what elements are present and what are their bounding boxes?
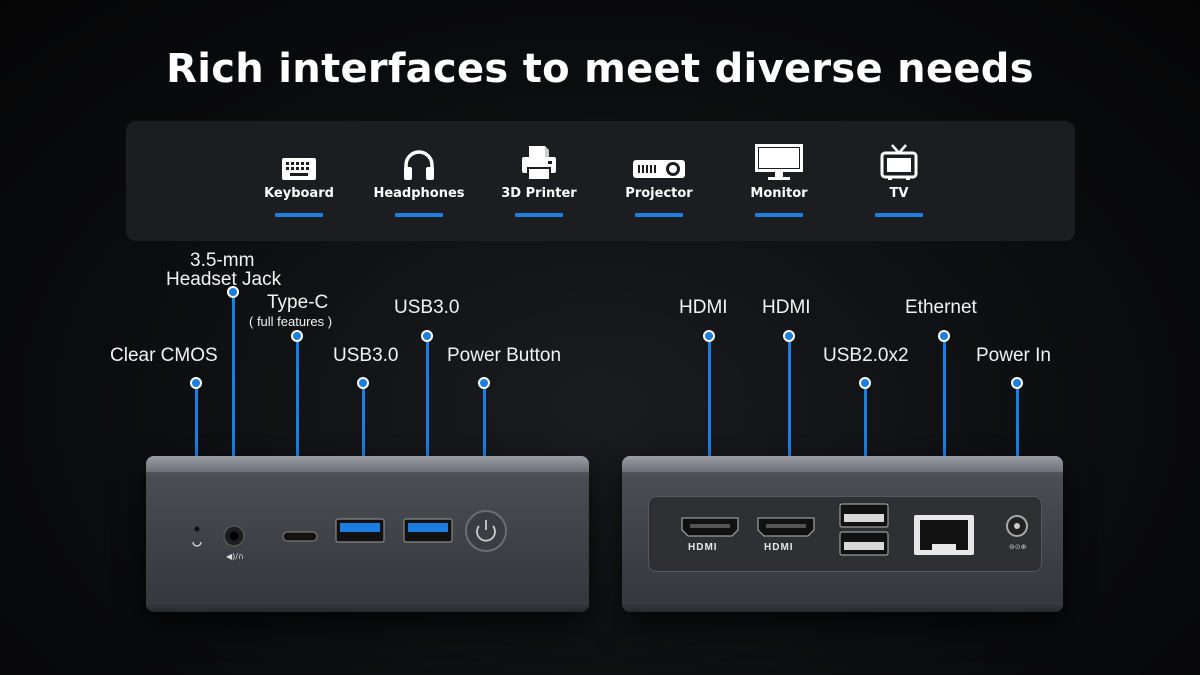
usb3-port-a[interactable] bbox=[335, 518, 385, 543]
callout-headset-line2: Headset Jack bbox=[166, 269, 282, 290]
page-title: Rich interfaces to meet diverse needs bbox=[166, 46, 1034, 92]
power-in-port[interactable]: ⊖⊙⊕ bbox=[1006, 515, 1028, 551]
leader-line bbox=[943, 337, 946, 500]
usb3-port-b[interactable] bbox=[403, 518, 453, 543]
leader-line bbox=[195, 384, 198, 500]
leader-line bbox=[864, 384, 867, 500]
accent-bar bbox=[515, 213, 563, 217]
headphones-icon bbox=[359, 143, 479, 181]
accent-bar bbox=[755, 213, 803, 217]
callout-dot bbox=[190, 377, 202, 389]
device-projector: Projector bbox=[599, 143, 719, 217]
box-top-edge bbox=[146, 456, 589, 472]
callout-power-button: Power Button bbox=[447, 345, 562, 366]
accent-bar bbox=[275, 213, 323, 217]
callout-dot bbox=[938, 330, 950, 342]
usb2-ports[interactable] bbox=[839, 503, 889, 556]
box-bottom-edge bbox=[622, 602, 1063, 612]
device-panel: Keyboard Headphones 3D Printer Projector… bbox=[126, 121, 1075, 241]
callout-hdmi-1: HDMI bbox=[679, 297, 728, 318]
printer-icon bbox=[479, 143, 599, 181]
callout-dot bbox=[291, 330, 303, 342]
ethernet-port[interactable] bbox=[914, 515, 974, 555]
callout-typec-note: ( full features ) bbox=[249, 314, 333, 329]
headset-jack-port[interactable]: ◀)/∩ bbox=[223, 525, 245, 561]
callout-usb3-a: USB3.0 bbox=[333, 345, 399, 366]
leader-line bbox=[232, 293, 235, 500]
box-top-edge bbox=[622, 456, 1063, 472]
front-ports-layer: ◀)/∩ bbox=[192, 510, 507, 561]
accent-bar bbox=[395, 213, 443, 217]
device-3d-printer: 3D Printer bbox=[479, 143, 599, 217]
callout-typec: Type-C bbox=[267, 292, 329, 313]
callout-dot bbox=[859, 377, 871, 389]
callout-dot bbox=[421, 330, 433, 342]
hdmi-logo-2: HDMI bbox=[764, 542, 794, 553]
leader-line bbox=[788, 337, 791, 500]
callout-hdmi-2: HDMI bbox=[762, 297, 811, 318]
device-label: Headphones bbox=[373, 186, 465, 201]
leader-line bbox=[362, 384, 365, 500]
device-label: Keyboard bbox=[264, 186, 334, 201]
callout-usb3-b: USB3.0 bbox=[394, 297, 460, 318]
svg-text:◀)/∩: ◀)/∩ bbox=[226, 552, 244, 561]
callout-dot bbox=[1011, 377, 1023, 389]
leader-line bbox=[708, 337, 711, 500]
device-label: 3D Printer bbox=[501, 186, 577, 201]
keyboard-icon bbox=[239, 143, 359, 181]
leader-line bbox=[296, 337, 299, 500]
callout-dot bbox=[783, 330, 795, 342]
callout-headset-line1: 3.5-mm bbox=[190, 250, 255, 271]
rear-ports-layer: ⊖⊙⊕ bbox=[681, 503, 1028, 556]
callout-clear-cmos: Clear CMOS bbox=[110, 345, 218, 366]
usb-c-port[interactable] bbox=[282, 531, 318, 542]
leader-line bbox=[426, 337, 429, 500]
leader-line bbox=[1016, 384, 1019, 500]
device-keyboard: Keyboard bbox=[239, 143, 359, 217]
callout-dot bbox=[227, 286, 239, 298]
callout-dot bbox=[478, 377, 490, 389]
projector-icon bbox=[599, 143, 719, 181]
monitor-icon bbox=[719, 143, 839, 181]
accent-bar bbox=[635, 213, 683, 217]
svg-text:⊖⊙⊕: ⊖⊙⊕ bbox=[1009, 543, 1027, 551]
box-bottom-edge bbox=[146, 602, 589, 612]
device-monitor: Monitor bbox=[719, 143, 839, 217]
leader-line bbox=[483, 384, 486, 496]
hdmi-port-2[interactable] bbox=[757, 517, 815, 537]
device-label: TV bbox=[889, 186, 909, 201]
tv-icon bbox=[839, 143, 959, 181]
device-label: Monitor bbox=[750, 186, 808, 201]
device-headphones: Headphones bbox=[359, 143, 479, 217]
callout-power-in: Power In bbox=[976, 345, 1051, 366]
device-tv: TV bbox=[839, 143, 959, 217]
callout-ethernet: Ethernet bbox=[905, 297, 977, 318]
device-label: Projector bbox=[625, 186, 693, 201]
hdmi-logo-1: HDMI bbox=[688, 542, 718, 553]
callout-dot bbox=[703, 330, 715, 342]
hdmi-port-1[interactable] bbox=[681, 517, 739, 537]
power-button[interactable] bbox=[465, 510, 507, 552]
accent-bar bbox=[875, 213, 923, 217]
callout-usb2: USB2.0x2 bbox=[823, 345, 909, 366]
callout-dot bbox=[357, 377, 369, 389]
clear-cmos-pinhole[interactable] bbox=[192, 526, 202, 547]
